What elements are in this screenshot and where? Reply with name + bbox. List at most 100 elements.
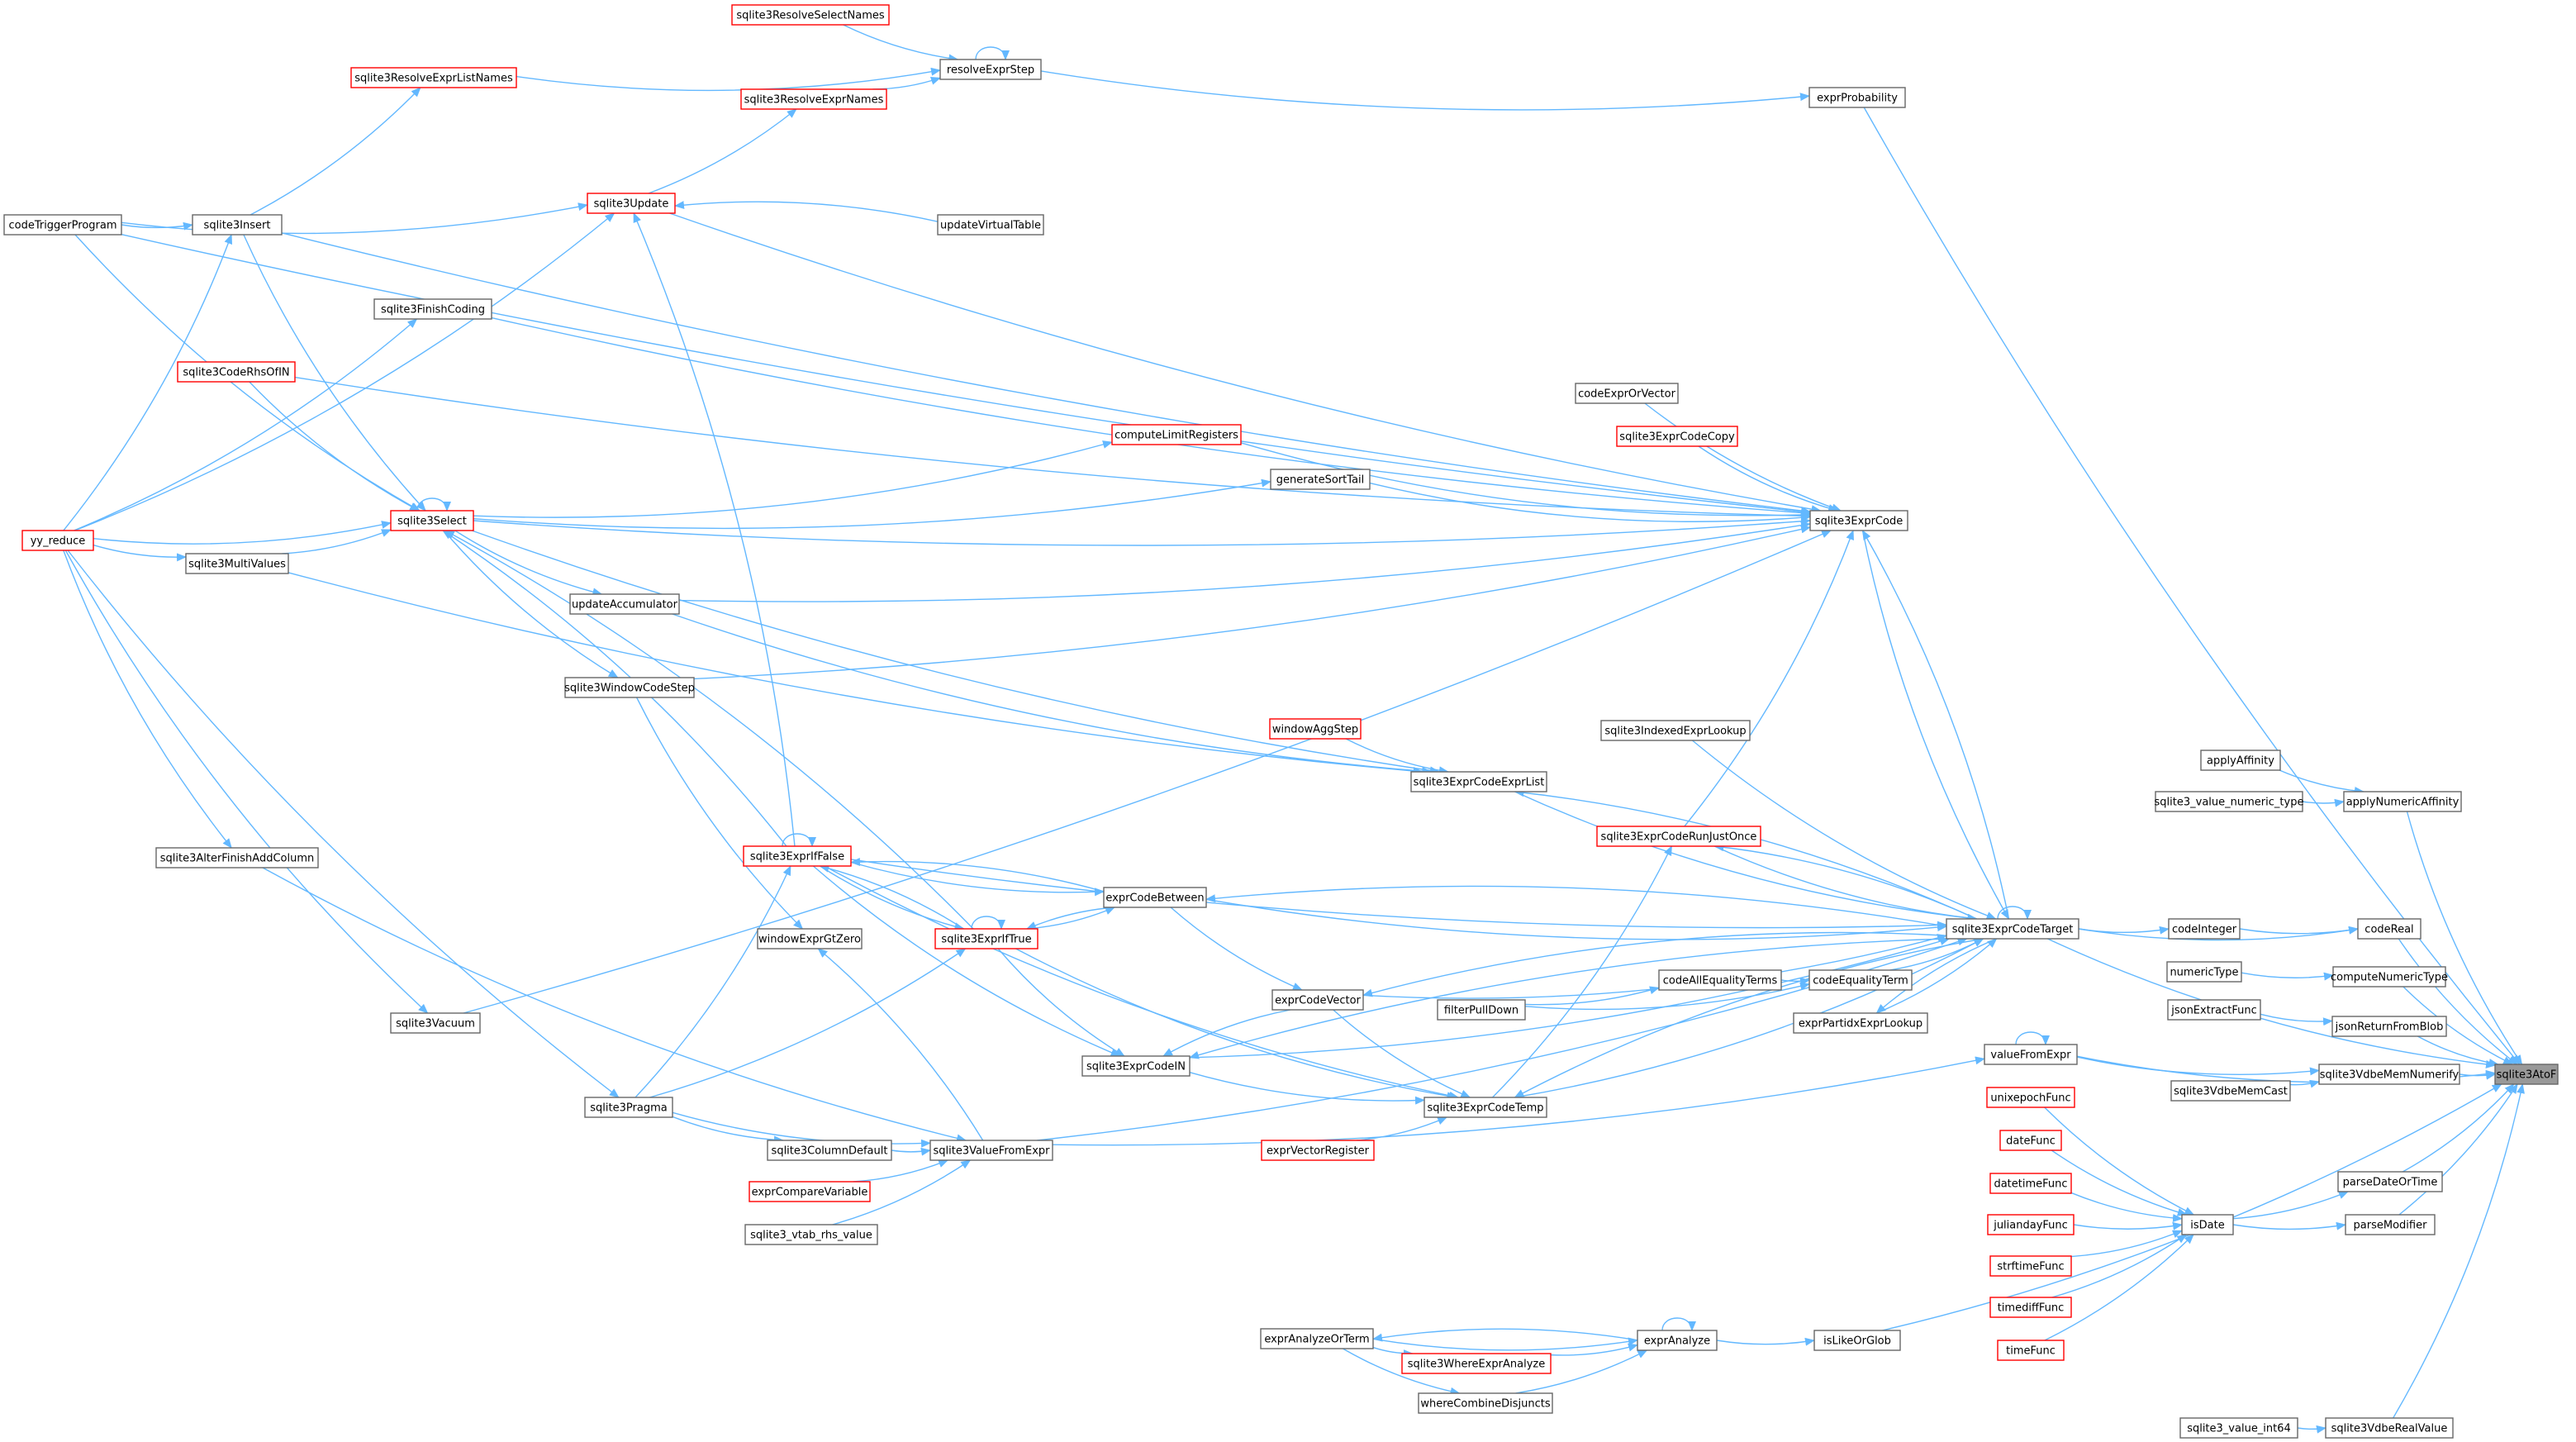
- node-sqlite3_value_int64[interactable]: sqlite3_value_int64: [2179, 1417, 2298, 1439]
- node-box: [177, 361, 296, 383]
- node-jsonExtractFunc[interactable]: jsonExtractFunc: [2167, 999, 2261, 1021]
- node-numericType[interactable]: numericType: [2166, 961, 2242, 983]
- node-label: sqlite3WindowCodeStep: [564, 683, 695, 695]
- node-sqlite3ResolveSelectNames[interactable]: sqlite3ResolveSelectNames: [731, 4, 890, 26]
- node-label: sqlite3Vacuum: [396, 1018, 475, 1030]
- node-updateAccumulator[interactable]: updateAccumulator: [569, 593, 680, 615]
- node-strftimeFunc[interactable]: strftimeFunc: [1989, 1255, 2072, 1277]
- node-box: [350, 67, 517, 88]
- node-applyNumericAffinity[interactable]: applyNumericAffinity: [2343, 791, 2462, 812]
- node-unixepochFunc[interactable]: unixepochFunc: [1986, 1087, 2075, 1108]
- node-exprPartidxExprLookup[interactable]: exprPartidxExprLookup: [1793, 1012, 1928, 1034]
- node-label: sqlite3VdbeRealValue: [2331, 1423, 2448, 1435]
- node-sqlite3Vacuum[interactable]: sqlite3Vacuum: [390, 1012, 481, 1034]
- node-computeNumericType[interactable]: computeNumericType: [2331, 966, 2448, 988]
- node-windowAggStep[interactable]: windowAggStep: [1269, 718, 1362, 740]
- node-parseDateOrTime[interactable]: parseDateOrTime: [2337, 1171, 2443, 1192]
- node-sqlite3ExprCode[interactable]: sqlite3ExprCode: [1809, 510, 1908, 531]
- node-datetimeFunc[interactable]: datetimeFunc: [1989, 1173, 2072, 1194]
- node-exprCompareVariable[interactable]: exprCompareVariable: [749, 1181, 871, 1202]
- node-exprProbability[interactable]: exprProbability: [1808, 87, 1906, 108]
- edge-sqlite3ExprCodeTarget-to-exprCodeVector: [1362, 931, 1947, 997]
- node-exprCodeVector[interactable]: exprCodeVector: [1271, 989, 1364, 1011]
- edge-exprCodeBetween-to-exprCodeVector: [1170, 907, 1303, 991]
- node-sqlite3ResolveExprListNames[interactable]: sqlite3ResolveExprListNames: [350, 67, 517, 88]
- node-jsonReturnFromBlob[interactable]: jsonReturnFromBlob: [2331, 1016, 2447, 1037]
- node-parseModifier[interactable]: parseModifier: [2345, 1214, 2436, 1235]
- node-sqlite3Insert[interactable]: sqlite3Insert: [192, 214, 283, 236]
- node-sqlite3Select[interactable]: sqlite3Select: [390, 510, 474, 531]
- node-timeFunc[interactable]: timeFunc: [1997, 1340, 2065, 1361]
- node-windowExprGtZero[interactable]: windowExprGtZero: [757, 928, 863, 949]
- node-sqlite3VdbeRealValue[interactable]: sqlite3VdbeRealValue: [2325, 1417, 2454, 1439]
- node-sqlite3WhereExprAnalyze[interactable]: sqlite3WhereExprAnalyze: [1401, 1353, 1552, 1374]
- node-label: whereCombineDisjuncts: [1420, 1398, 1550, 1411]
- node-sqlite3ExprCodeExprList[interactable]: sqlite3ExprCodeExprList: [1410, 771, 1547, 792]
- edge-codeTriggerProgram-to-sqlite3Select: [74, 234, 421, 512]
- node-sqlite3ExprCodeTarget[interactable]: sqlite3ExprCodeTarget: [1946, 918, 2079, 940]
- node-label: codeAllEqualityTerms: [1663, 975, 1778, 988]
- node-updateVirtualTable[interactable]: updateVirtualTable: [937, 214, 1044, 236]
- node-sqlite3ValueFromExpr[interactable]: sqlite3ValueFromExpr: [929, 1140, 1053, 1161]
- node-sqlite3VdbeMemCast[interactable]: sqlite3VdbeMemCast: [2170, 1080, 2291, 1102]
- node-sqlite3_value_numeric_type[interactable]: sqlite3_value_numeric_type: [2155, 791, 2304, 812]
- node-sqlite3ExprCodeRunJustOnce[interactable]: sqlite3ExprCodeRunJustOnce: [1596, 826, 1761, 847]
- node-isLikeOrGlob[interactable]: isLikeOrGlob: [1813, 1330, 1901, 1351]
- edge-exprCodeBetween-to-sqlite3ExprIfTrue: [1026, 907, 1115, 930]
- node-label: exprCompareVariable: [752, 1187, 868, 1199]
- node-box: [2167, 999, 2261, 1021]
- node-sqlite3ExprCodeIN[interactable]: sqlite3ExprCodeIN: [1081, 1055, 1191, 1077]
- node-timediffFunc[interactable]: timediffFunc: [1989, 1297, 2072, 1318]
- node-sqlite3VdbeMemNumerify[interactable]: sqlite3VdbeMemNumerify: [2318, 1064, 2460, 1085]
- edge-codeTriggerProgram-to-sqlite3Update: [121, 202, 588, 235]
- edge-exprAnalyze-to-isLikeOrGlob: [1716, 1337, 1815, 1346]
- node-sqlite3ExprIfTrue[interactable]: sqlite3ExprIfTrue: [934, 928, 1038, 949]
- node-sqlite3AtoF[interactable]: sqlite3AtoF: [2494, 1064, 2559, 1085]
- node-exprAnalyzeOrTerm[interactable]: exprAnalyzeOrTerm: [1260, 1328, 1374, 1349]
- node-sqlite3MultiValues[interactable]: sqlite3MultiValues: [185, 553, 289, 574]
- node-codeEqualityTerm[interactable]: codeEqualityTerm: [1808, 969, 1913, 991]
- edge-sqlite3Select-to-sqlite3WindowCodeStep: [443, 530, 619, 678]
- node-exprCodeBetween[interactable]: exprCodeBetween: [1103, 887, 1207, 908]
- edge-parseDateOrTime-to-sqlite3AtoF: [2402, 1083, 2515, 1173]
- node-box: [1270, 469, 1371, 490]
- node-label: jsonReturnFromBlob: [2335, 1021, 2444, 1034]
- node-sqlite3WindowCodeStep[interactable]: sqlite3WindowCodeStep: [564, 677, 695, 698]
- node-yy_reduce[interactable]: yy_reduce: [21, 530, 94, 551]
- node-label: codeExprOrVector: [1578, 388, 1676, 401]
- node-codeInteger[interactable]: codeInteger: [2168, 918, 2241, 940]
- node-sqlite3Update[interactable]: sqlite3Update: [587, 193, 676, 214]
- node-codeAllEqualityTerms[interactable]: codeAllEqualityTerms: [1658, 969, 1782, 991]
- node-dateFunc[interactable]: dateFunc: [1999, 1130, 2062, 1151]
- node-valueFromExpr[interactable]: valueFromExpr: [1984, 1044, 2078, 1065]
- node-sqlite3_vtab_rhs_value[interactable]: sqlite3_vtab_rhs_value: [744, 1224, 878, 1245]
- node-codeExprOrVector[interactable]: codeExprOrVector: [1575, 383, 1679, 404]
- node-label: sqlite3ExprCodeIN: [1086, 1061, 1186, 1073]
- node-label: sqlite3VdbeMemCast: [2174, 1086, 2288, 1098]
- node-sqlite3FinishCoding[interactable]: sqlite3FinishCoding: [373, 298, 492, 320]
- node-exprAnalyze[interactable]: exprAnalyze: [1637, 1330, 1718, 1351]
- node-whereCombineDisjuncts[interactable]: whereCombineDisjuncts: [1418, 1392, 1553, 1414]
- node-sqlite3ExprIfFalse[interactable]: sqlite3ExprIfFalse: [743, 845, 852, 867]
- node-sqlite3Pragma[interactable]: sqlite3Pragma: [584, 1097, 673, 1118]
- node-exprVectorRegister[interactable]: exprVectorRegister: [1261, 1140, 1375, 1161]
- node-sqlite3ExprCodeCopy[interactable]: sqlite3ExprCodeCopy: [1616, 426, 1738, 447]
- edge-sqlite3VdbeMemCast-to-sqlite3VdbeMemNumerify: [2289, 1079, 2320, 1088]
- node-codeTriggerProgram[interactable]: codeTriggerProgram: [3, 214, 122, 236]
- node-generateSortTail[interactable]: generateSortTail: [1270, 469, 1371, 490]
- node-sqlite3ExprCodeTemp[interactable]: sqlite3ExprCodeTemp: [1423, 1097, 1547, 1118]
- node-juliandayFunc[interactable]: juliandayFunc: [1987, 1214, 2075, 1235]
- node-resolveExprStep[interactable]: resolveExprStep: [939, 59, 1042, 80]
- node-sqlite3ResolveExprNames[interactable]: sqlite3ResolveExprNames: [740, 88, 887, 110]
- node-label: windowAggStep: [1272, 724, 1358, 736]
- edge-sqlite3ExprCodeTarget-to-exprCodeBetween: [1205, 885, 1947, 927]
- node-codeReal[interactable]: codeReal: [2357, 918, 2422, 940]
- node-isDate[interactable]: isDate: [2181, 1214, 2234, 1235]
- node-applyAffinity[interactable]: applyAffinity: [2200, 750, 2281, 771]
- node-sqlite3IndexedExprLookup[interactable]: sqlite3IndexedExprLookup: [1600, 720, 1751, 741]
- node-sqlite3CodeRhsOfIN[interactable]: sqlite3CodeRhsOfIN: [177, 361, 296, 383]
- node-sqlite3ColumnDefault[interactable]: sqlite3ColumnDefault: [767, 1140, 892, 1161]
- node-filterPullDown[interactable]: filterPullDown: [1437, 999, 1526, 1021]
- node-sqlite3AlterFinishAddColumn[interactable]: sqlite3AlterFinishAddColumn: [155, 847, 319, 869]
- node-computeLimitRegisters[interactable]: computeLimitRegisters: [1111, 424, 1242, 445]
